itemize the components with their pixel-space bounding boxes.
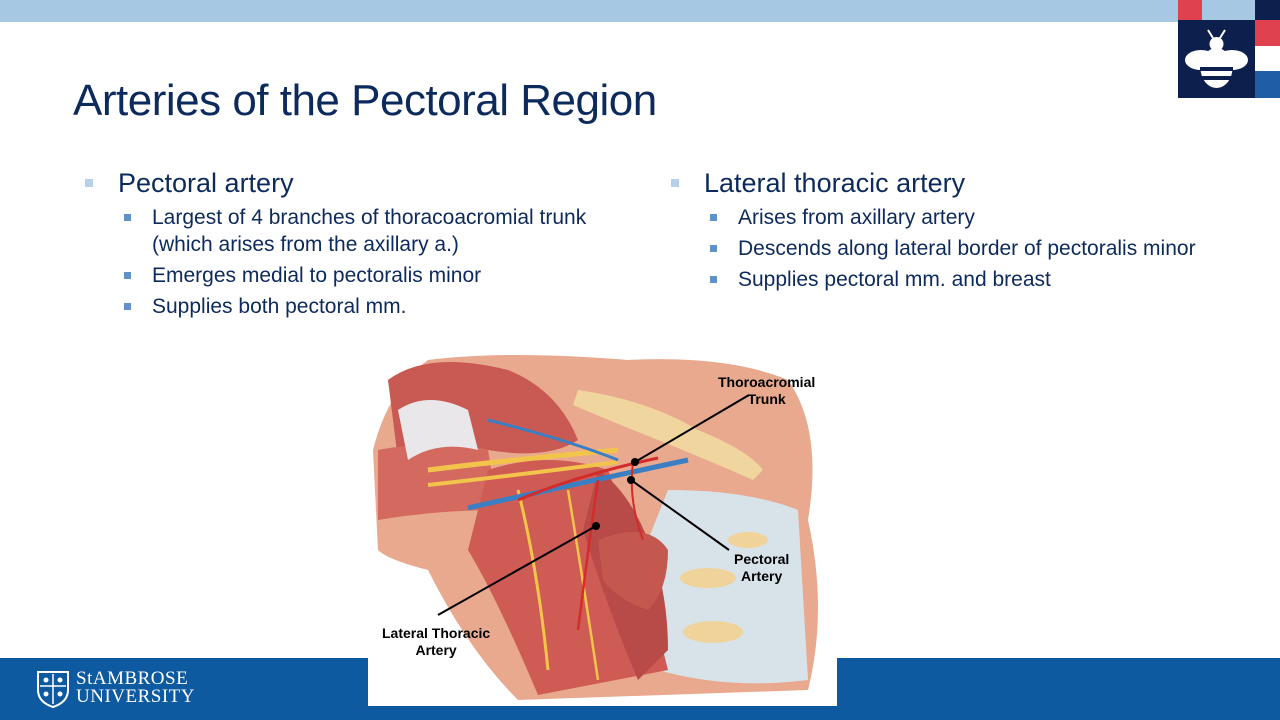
left-bullet-1: Largest of 4 branches of thoracoacromial… [82, 204, 602, 258]
left-heading: Pectoral artery [82, 166, 602, 200]
square-bullet-icon [710, 214, 717, 221]
label-thoracoacromial-trunk: Thoroacromial Trunk [718, 374, 816, 407]
right-bullet-2: Descends along lateral border of pectora… [668, 235, 1208, 262]
label-lateral-thoracic-artery: Lateral Thoracic Artery [382, 625, 491, 658]
left-bullet-2: Emerges medial to pectoralis minor [82, 262, 602, 289]
label-pectoral-artery: Pectoral Artery [734, 551, 790, 584]
square-bullet-icon [710, 245, 717, 252]
bee-icon [1185, 29, 1248, 88]
right-heading: Lateral thoracic artery [668, 166, 1208, 200]
right-bullet-1: Arises from axillary artery [668, 204, 1208, 231]
pectoral-anatomy-drawing [373, 355, 818, 700]
slide-title: Arteries of the Pectoral Region [73, 76, 657, 125]
square-bullet-icon [124, 303, 131, 310]
anatomy-illustration: Thoroacromial Trunk Pectoral Artery Late… [368, 350, 837, 706]
square-bullet-icon [671, 179, 679, 187]
corner-logo [1178, 0, 1280, 98]
university-crest-icon [37, 671, 69, 708]
right-column: Lateral thoracic artery Arises from axil… [668, 166, 1208, 293]
top-accent-bar [0, 0, 1178, 22]
square-bullet-icon [124, 214, 131, 221]
square-bullet-icon [85, 179, 93, 187]
square-bullet-icon [710, 276, 717, 283]
right-bullet-3: Supplies pectoral mm. and breast [668, 266, 1208, 293]
left-column: Pectoral artery Largest of 4 branches of… [82, 166, 602, 320]
left-bullet-3: Supplies both pectoral mm. [82, 293, 602, 320]
square-bullet-icon [124, 272, 131, 279]
university-name: StAMBROSE UNIVERSITY [76, 668, 195, 707]
